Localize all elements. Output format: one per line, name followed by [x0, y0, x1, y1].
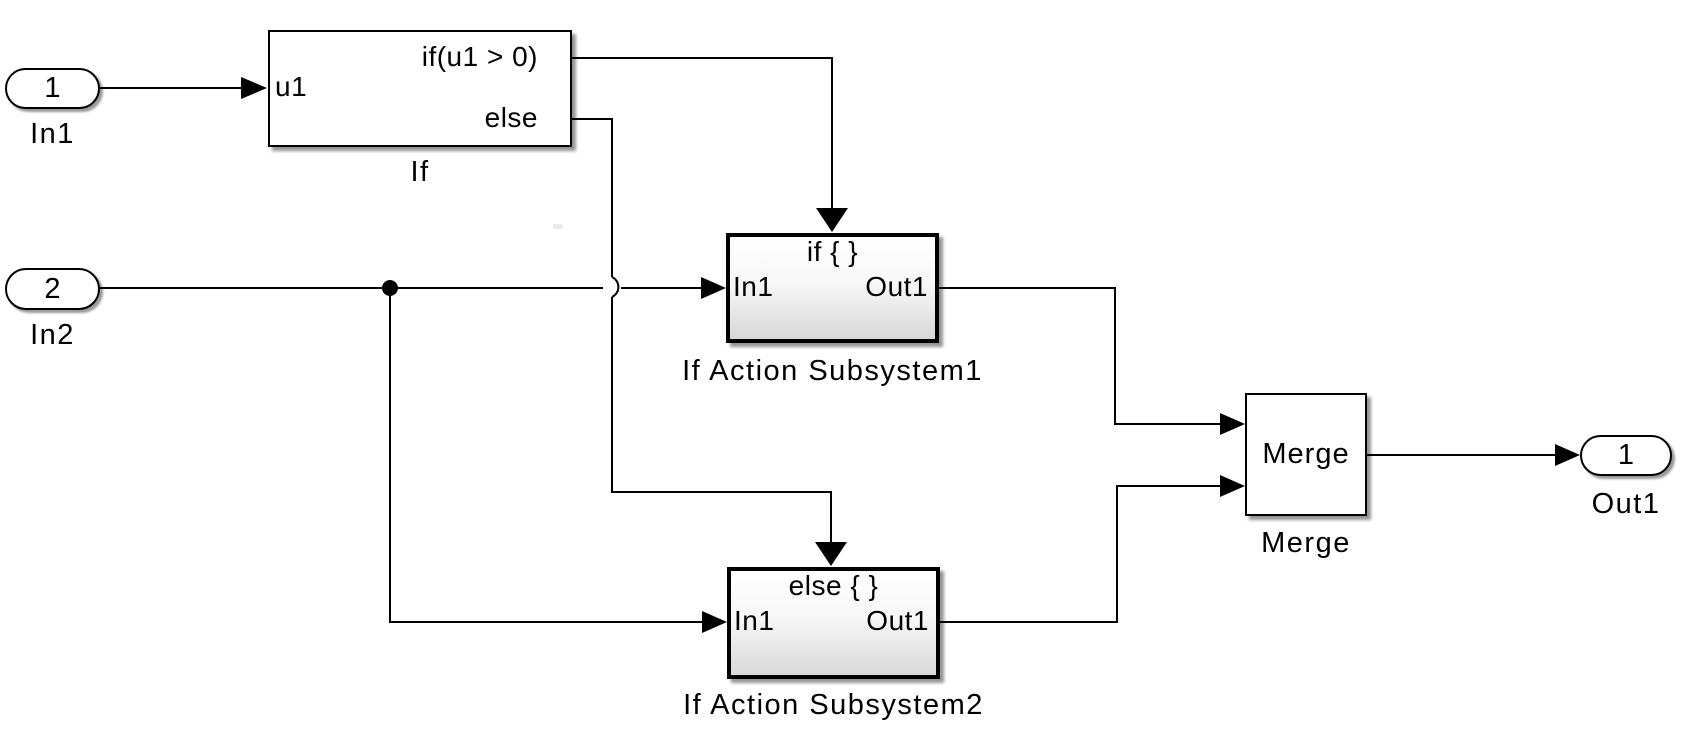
inport-label-in2[interactable]: In2: [30, 319, 75, 351]
line-hop-icon: [611, 276, 620, 298]
wire-else-to-subsystem2[interactable]: [572, 118, 847, 566]
subsystem1-out-port-label: Out1: [865, 271, 928, 302]
if-action-subsystem1-block[interactable]: if { } In1 Out1: [726, 233, 939, 343]
wire-subsystem1-to-merge[interactable]: [939, 287, 1245, 435]
wire-subsystem2-to-merge[interactable]: [939, 475, 1245, 623]
merge-block-text: Merge: [1262, 438, 1350, 470]
if-block-name-label[interactable]: If: [410, 156, 430, 188]
arrowhead-icon: [816, 208, 848, 232]
if-block-else-port-label: else: [484, 102, 538, 133]
arrowhead-icon: [702, 611, 727, 633]
inport-number: 2: [44, 272, 61, 305]
outport-number: 1: [1617, 439, 1635, 471]
subsystem2-in-port-label: In1: [734, 605, 775, 636]
inport-block-in1[interactable]: 1: [5, 68, 100, 109]
wire-if-to-subsystem1[interactable]: [572, 57, 848, 232]
wire-in1-to-if[interactable]: [100, 77, 267, 99]
wire-in2-to-subsystem2[interactable]: [389, 288, 727, 633]
arrowhead-icon: [1555, 444, 1580, 466]
arrowhead-icon: [815, 542, 847, 566]
wire-in2-to-subsystem1[interactable]: [100, 277, 726, 299]
if-action-subsystem2-block[interactable]: else { } In1 Out1: [727, 567, 940, 679]
arrowhead-icon: [241, 77, 267, 99]
inport-block-in2[interactable]: 2: [5, 268, 100, 310]
merge-name-label[interactable]: Merge: [1261, 527, 1351, 559]
if-block-if-port-label: if(u1 > 0): [421, 41, 538, 72]
if-block[interactable]: u1 if(u1 > 0) else: [268, 30, 572, 147]
if-block-input-port-label: u1: [275, 71, 308, 102]
outport-label-out1[interactable]: Out1: [1591, 488, 1661, 520]
subsystem1-name-label[interactable]: If Action Subsystem1: [682, 355, 983, 387]
canvas-smudge: [553, 224, 563, 229]
subsystem2-action-tag: else { }: [788, 570, 879, 601]
arrowhead-icon: [1220, 475, 1245, 497]
arrowhead-icon: [701, 277, 726, 299]
subsystem2-name-label[interactable]: If Action Subsystem2: [683, 689, 984, 721]
merge-block[interactable]: Merge: [1245, 393, 1367, 516]
subsystem1-in-port-label: In1: [733, 271, 774, 302]
arrowhead-icon: [1220, 413, 1245, 435]
subsystem1-action-tag: if { }: [806, 236, 859, 267]
inport-number: 1: [44, 72, 61, 104]
outport-block-out1[interactable]: 1: [1580, 435, 1672, 476]
wire-merge-to-out1[interactable]: [1367, 444, 1580, 466]
inport-label-in1[interactable]: In1: [30, 118, 75, 150]
subsystem2-out-port-label: Out1: [866, 605, 929, 636]
